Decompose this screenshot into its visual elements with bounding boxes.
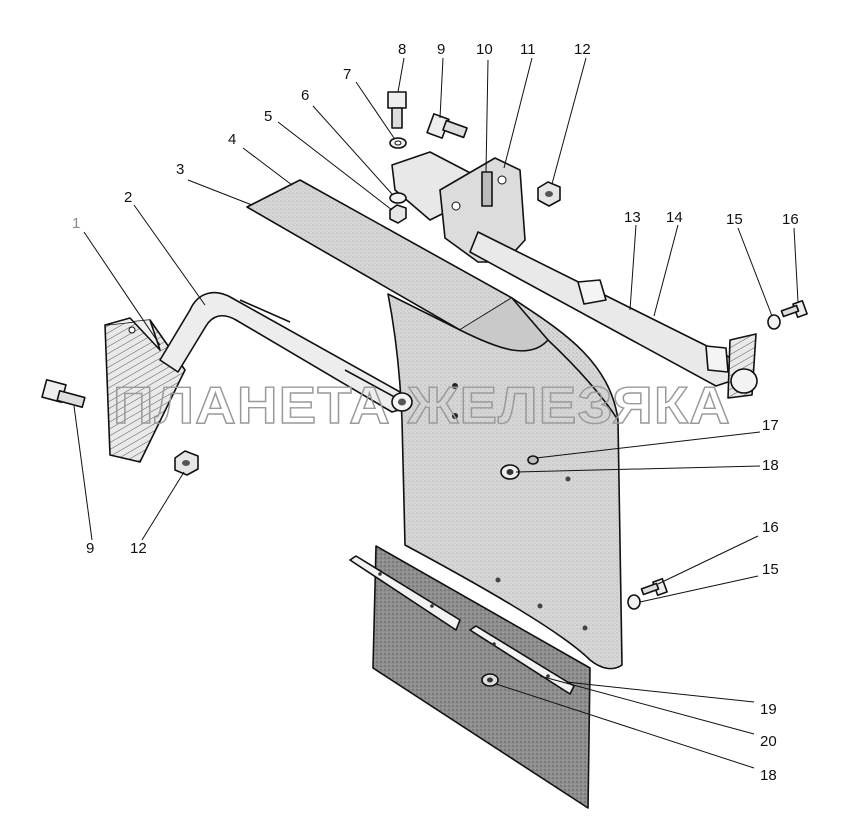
washer-7 [389, 137, 407, 149]
callout-9-top: 9 [437, 41, 445, 58]
callout-16-bottom: 16 [762, 519, 779, 536]
fender-body [387, 293, 623, 670]
callout-15-top: 15 [726, 211, 743, 228]
callout-12-top: 12 [574, 41, 591, 58]
callout-18-mid: 18 [762, 457, 779, 474]
mud-flap-strip-left [349, 555, 461, 631]
callout-1: 1 [72, 215, 80, 232]
callout-17: 17 [762, 417, 779, 434]
callout-9-left: 9 [86, 540, 94, 557]
watermark-text: ПЛАНЕТА ЖЕЛЕЗЯКА [113, 377, 731, 435]
fender-bolt-hole [527, 455, 539, 465]
callout-11: 11 [520, 41, 536, 58]
mud-flap-strip-right [469, 625, 575, 695]
callout-16-top: 16 [782, 211, 799, 228]
callout-14: 14 [666, 209, 683, 226]
callout-19: 19 [760, 701, 777, 718]
callout-12-left: 12 [130, 540, 147, 557]
bolt-16-lower [640, 577, 668, 597]
callout-8: 8 [398, 41, 406, 58]
washer-15-upper [767, 314, 781, 330]
callout-4: 4 [228, 131, 236, 148]
callout-20: 20 [760, 733, 777, 750]
bolt-9-left [41, 378, 86, 408]
callout-7: 7 [343, 66, 351, 83]
nut-12-left [174, 450, 199, 476]
leader-lines [73, 57, 799, 769]
callout-5: 5 [264, 108, 272, 125]
nut-12-upper [537, 181, 561, 207]
fender-washer [500, 464, 520, 480]
callout-15-bottom: 15 [762, 561, 779, 578]
bolt-8 [387, 91, 407, 129]
callout-6: 6 [301, 87, 309, 104]
washer-6 [389, 192, 407, 204]
callout-3: 3 [176, 161, 184, 178]
callout-18-bottom: 18 [760, 767, 777, 784]
nut-5 [389, 204, 407, 224]
right-support-arm [469, 231, 758, 399]
callout-labels: 1 2 3 4 5 6 7 8 9 10 11 12 13 14 15 16 1… [72, 41, 799, 784]
callout-2: 2 [124, 189, 132, 206]
upper-bracket-plate [391, 151, 526, 263]
callout-10: 10 [476, 41, 493, 58]
bolt-9-upper [426, 113, 468, 139]
washer-15-lower [627, 594, 641, 610]
callout-13: 13 [624, 209, 641, 226]
bolt-16-upper [780, 299, 808, 319]
